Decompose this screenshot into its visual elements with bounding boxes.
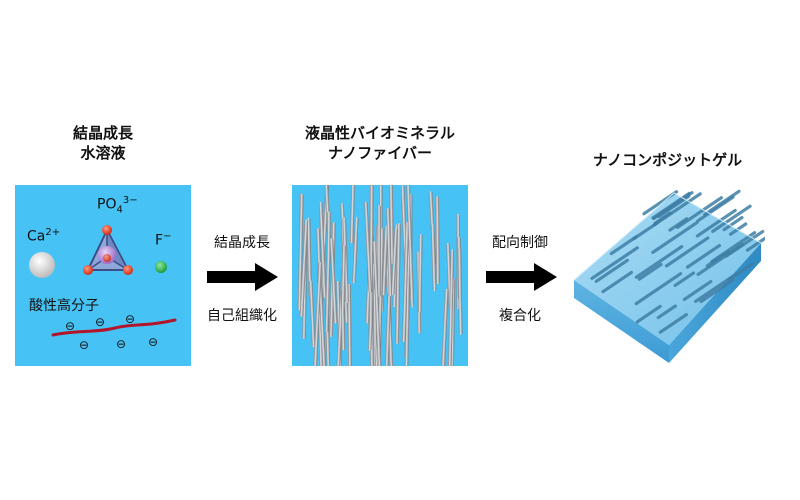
nanofiber [402, 222, 410, 343]
panel2-title-line2: ナノファイバー [328, 144, 432, 162]
nanofiber [349, 185, 355, 244]
composite-gel-drawing [573, 189, 779, 363]
gel-fiber [657, 194, 691, 219]
nanofiber [364, 201, 372, 293]
nanofiber [372, 241, 382, 366]
nanofiber [313, 261, 322, 366]
gel-fiber [609, 235, 638, 256]
nanofiber [306, 217, 312, 297]
nanofiber [447, 249, 455, 366]
nanofiber [395, 223, 401, 344]
gel-fiber [728, 222, 748, 236]
gel-fiber [594, 258, 630, 283]
gel-fiber [634, 245, 684, 279]
nanofiber [347, 283, 352, 366]
nanofiber [297, 193, 304, 311]
right-arrow-icon [207, 263, 278, 291]
gel-fiber [710, 231, 757, 264]
gel-fiber [664, 236, 710, 268]
nanofiber [457, 248, 463, 335]
charge-icon: ⊖ [116, 337, 127, 351]
charge-icon: ⊖ [148, 335, 159, 349]
f-ion [155, 261, 167, 273]
gel-fiber [656, 304, 677, 320]
gel-fiber [653, 211, 672, 225]
nanofiber [377, 205, 381, 298]
panel1-title-line2: 水溶液 [80, 144, 126, 162]
polymer-label: 酸性高分子 [29, 298, 99, 314]
nanofiber [404, 234, 411, 366]
charge-icon: ⊖ [65, 319, 76, 333]
charge-icon: ⊖ [125, 312, 136, 326]
solution-panel: PO43− Ca2+ F− 酸性高分子 [15, 185, 191, 366]
panel3-title: ナノコンポジットゲル [592, 151, 743, 169]
nanofiber [329, 238, 338, 324]
gel-fiber [711, 204, 752, 233]
nanofiber [391, 228, 398, 296]
gel-fiber [658, 313, 689, 334]
ca-ion [29, 252, 55, 278]
gel-fiber [722, 215, 744, 232]
nanofiber [352, 217, 359, 284]
panel1-title-line1: 結晶成長 [72, 124, 133, 142]
arrow1-bottom-label: 自己組織化 [207, 308, 277, 324]
gel-fiber [590, 246, 639, 280]
panel1-title: 結晶成長 水溶液 [15, 123, 191, 163]
solution-drawing [29, 225, 177, 337]
ca-label: Ca2+ [27, 227, 61, 245]
gel-fiber [651, 220, 699, 254]
gel-fiber [724, 229, 765, 258]
arrow2-top-label: 配向制御 [492, 235, 548, 251]
gel-fiber [685, 244, 722, 269]
gel-fiber [668, 217, 689, 232]
nanofiber [309, 280, 316, 348]
arrow1-top-label: 結晶成長 [214, 235, 270, 251]
gel-fiber [695, 208, 737, 238]
gel-fiber [673, 271, 696, 288]
f-label: F− [155, 231, 172, 249]
po4-ion [83, 225, 133, 275]
gel-fiber [601, 270, 634, 294]
po4-label: PO43− [97, 195, 138, 216]
nanofiber-drawing [297, 185, 463, 366]
composite-gel-panel [569, 185, 779, 366]
nanofiber [435, 196, 440, 284]
nanofiber [299, 219, 309, 317]
nanofiber [381, 225, 389, 296]
nanofiber [440, 288, 449, 366]
nanofiber [383, 293, 392, 366]
polymer-chain [51, 318, 177, 337]
gel-fiber [699, 278, 735, 304]
nanofiber [324, 253, 331, 333]
panel2-title-line1: 液晶性バイオミネラル [304, 124, 455, 142]
nanofiber [430, 224, 437, 292]
nanofiber [342, 217, 349, 303]
charge-icon: ⊖ [79, 338, 90, 352]
gel-fiber [632, 221, 659, 241]
gel-fiber [727, 262, 755, 282]
arrow2-bottom-label: 複合化 [499, 308, 541, 324]
nanofiber-panel [292, 185, 468, 366]
right-arrow-icon [486, 263, 557, 291]
panel2-title: 液晶性バイオミネラル ナノファイバー [272, 123, 488, 163]
gel-front-face [574, 280, 669, 363]
gel-fiber [675, 196, 723, 229]
gel-fiber [635, 304, 662, 324]
nanofiber [418, 234, 423, 313]
gel-fiber [682, 279, 713, 302]
gel-fiber [703, 189, 741, 216]
nanofiber [318, 201, 327, 298]
gel-fiber [634, 272, 683, 306]
gel-fiber [637, 262, 663, 281]
nanofiber [386, 208, 393, 297]
nanofiber [406, 193, 415, 308]
charge-icon: ⊖ [95, 315, 106, 329]
nanofiber [340, 245, 346, 316]
